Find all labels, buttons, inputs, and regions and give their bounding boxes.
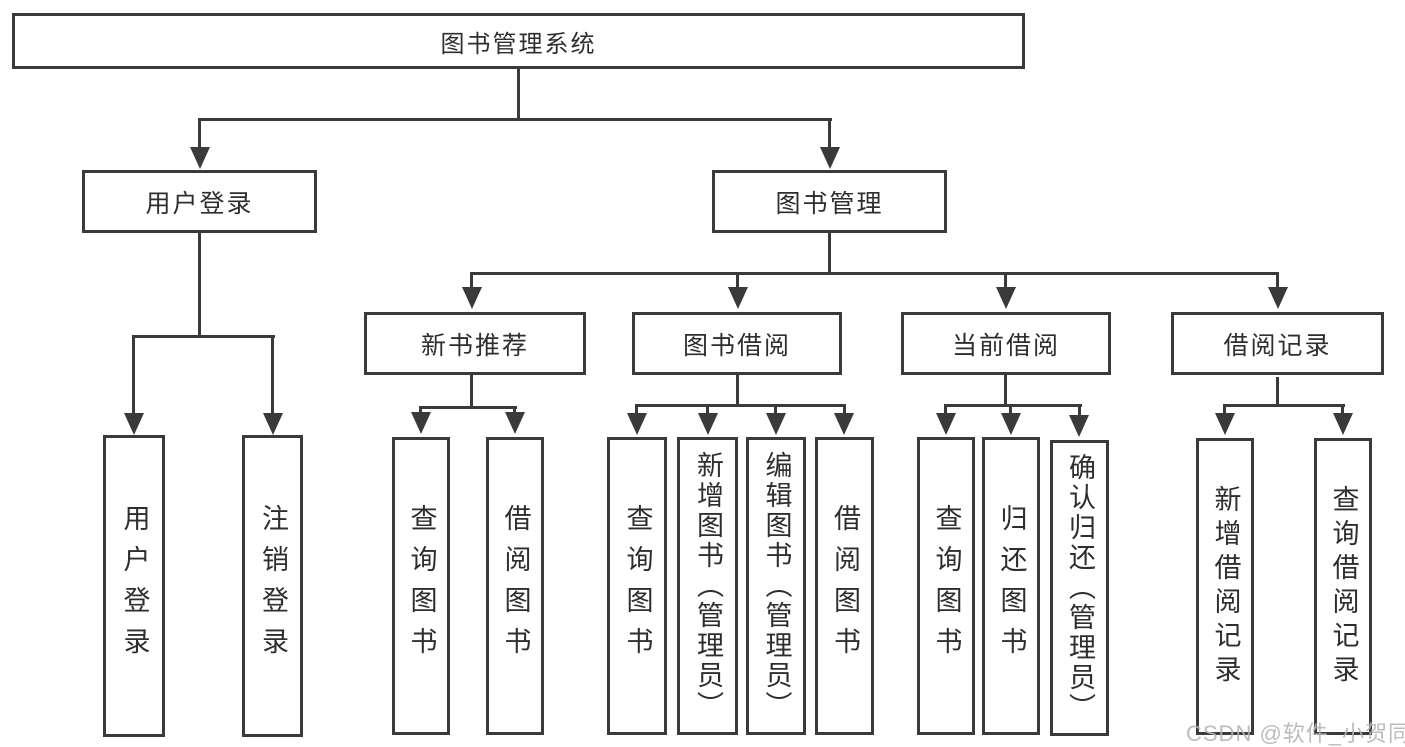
arrowhead [190, 147, 210, 169]
node-borrow-records-label: 借阅记录 [1223, 331, 1332, 360]
node-br-query-record-label: 查询借阅记录 [1328, 484, 1359, 689]
arrowhead [834, 413, 854, 435]
connector-drop-book-borrow [736, 272, 739, 288]
node-cb-return-books: 归还图书 [982, 437, 1040, 735]
connector-drop-cb-query [944, 404, 947, 415]
node-current-borrow-label: 当前借阅 [951, 331, 1060, 360]
arrowhead [124, 413, 144, 435]
node-new-book-recommend: 新书推荐 [364, 312, 586, 375]
node-book-management-label: 图书管理 [775, 189, 884, 218]
connector-borrow-records-hline [1223, 404, 1345, 407]
node-borrow-records: 借阅记录 [1171, 312, 1384, 375]
arrowhead [1069, 415, 1089, 437]
connector-drop-borrow-records [1276, 272, 1279, 288]
node-cb-confirm-return-admin-label: 确认归还（管理员） [1065, 453, 1095, 723]
node-user-login: 用户登录 [82, 170, 317, 233]
connector-new-book-stem [470, 375, 473, 408]
node-logout-action: 注销登录 [242, 435, 303, 737]
node-cb-return-books-label: 归还图书 [996, 504, 1027, 668]
connector-book-borrow-hline [635, 404, 846, 407]
arrowhead [698, 413, 718, 435]
node-cb-query-books: 查询图书 [917, 437, 975, 735]
connector-root-hline [198, 118, 832, 121]
connector-book-borrow-stem [736, 375, 739, 406]
node-nb-query-books: 查询图书 [392, 437, 450, 735]
node-bb-edit-books-admin: 编辑图书（管理员） [746, 437, 806, 735]
node-login-action-label: 用户登录 [119, 504, 150, 668]
arrowhead [263, 413, 283, 435]
connector-drop-cb-return [1009, 404, 1012, 415]
node-root: 图书管理系统 [12, 13, 1025, 69]
connector-drop-login [132, 335, 135, 416]
arrowhead [1268, 287, 1288, 309]
connector-borrow-records-stem [1276, 377, 1279, 406]
connector-drop-new-book-recommend [470, 272, 473, 288]
node-nb-borrow-books: 借阅图书 [486, 437, 544, 735]
arrowhead [1333, 413, 1353, 435]
arrowhead [728, 287, 748, 309]
connector-drop-bb-query [635, 404, 638, 415]
node-cb-confirm-return-admin: 确认归还（管理员） [1050, 440, 1109, 736]
connector-current-borrow-stem [1004, 375, 1007, 406]
connector-drop-br-query [1341, 404, 1344, 415]
arrowhead [411, 412, 431, 434]
connector-book-management-hline [470, 272, 1279, 275]
node-logout-action-label: 注销登录 [258, 504, 288, 668]
node-current-borrow: 当前借阅 [901, 312, 1111, 375]
node-br-add-record-label: 新增借阅记录 [1210, 484, 1241, 689]
node-cb-query-books-label: 查询图书 [931, 504, 962, 668]
connector-new-book-hline [419, 406, 517, 409]
node-br-query-record: 查询借阅记录 [1314, 438, 1372, 735]
arrowhead [1215, 413, 1235, 435]
connector-drop-user-login [198, 118, 201, 150]
connector-drop-logout [271, 335, 274, 416]
node-br-add-record: 新增借阅记录 [1196, 438, 1254, 735]
connector-drop-bb-edit [774, 404, 777, 415]
node-bb-borrow-books-label: 借阅图书 [830, 504, 860, 668]
arrowhead [820, 147, 840, 169]
node-login-action: 用户登录 [103, 435, 165, 737]
arrowhead [996, 287, 1016, 309]
connector-book-management-stem [828, 233, 831, 275]
node-nb-query-books-label: 查询图书 [406, 504, 437, 668]
arrowhead [627, 413, 647, 435]
connector-drop-bb-borrow [843, 404, 846, 415]
connector-user-login-hline [132, 335, 275, 338]
connector-drop-nb-borrow [513, 406, 516, 415]
connector-drop-nb-query [419, 406, 422, 415]
node-bb-query-books-label: 查询图书 [622, 504, 653, 668]
node-bb-edit-books-admin-label: 编辑图书（管理员） [761, 451, 792, 721]
node-bb-add-books-admin: 新增图书（管理员） [677, 437, 738, 735]
connector-drop-current-borrow [1004, 272, 1007, 288]
node-nb-borrow-books-label: 借阅图书 [500, 504, 531, 668]
node-root-label: 图书管理系统 [440, 30, 597, 58]
node-bb-borrow-books: 借阅图书 [815, 437, 874, 735]
connector-drop-br-add [1223, 404, 1226, 415]
node-book-borrow-label: 图书借阅 [682, 331, 791, 360]
arrowhead [462, 287, 482, 309]
connector-drop-book-management [828, 118, 831, 150]
connector-user-login-stem [198, 233, 201, 337]
connector-root-stem [517, 69, 520, 120]
connector-current-borrow-hline [944, 404, 1082, 407]
node-bb-add-books-admin-label: 新增图书（管理员） [693, 451, 723, 721]
arrowhead [766, 413, 786, 435]
connector-drop-cb-confirm [1078, 404, 1081, 416]
arrowhead [1001, 413, 1021, 435]
watermark: CSDN @软件_小贺同学 [1186, 721, 1405, 746]
node-book-management: 图书管理 [712, 170, 947, 233]
connector-drop-bb-add [706, 404, 709, 415]
node-new-book-recommend-label: 新书推荐 [420, 331, 529, 360]
arrowhead [936, 413, 956, 435]
node-bb-query-books: 查询图书 [607, 437, 667, 735]
node-book-borrow: 图书借阅 [632, 312, 842, 375]
arrowhead [505, 412, 525, 434]
node-user-login-label: 用户登录 [145, 189, 254, 218]
